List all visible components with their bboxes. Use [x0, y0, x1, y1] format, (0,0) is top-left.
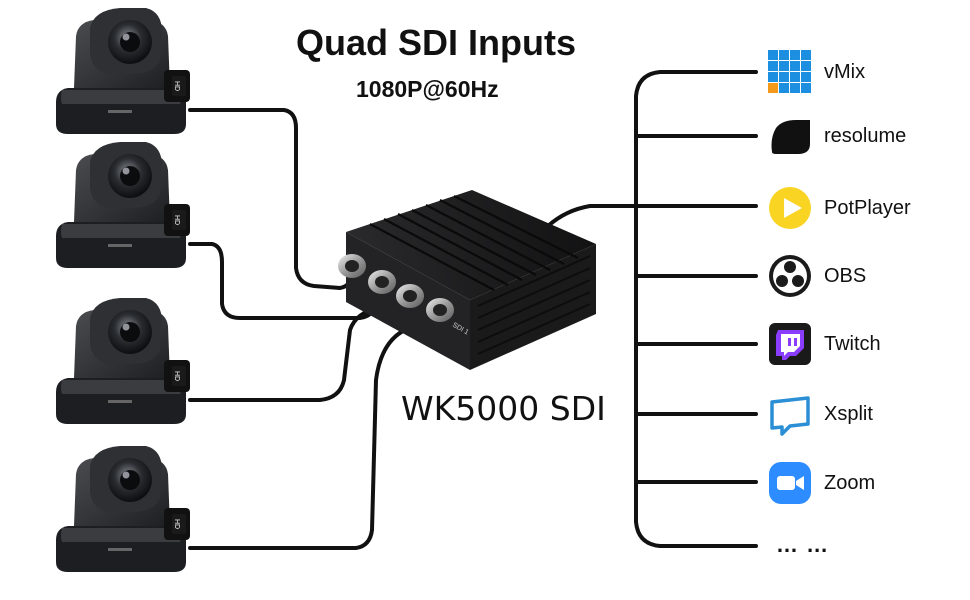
camera-2	[56, 142, 190, 268]
camera-3	[56, 298, 190, 424]
device-name-label: WK5000 SDI	[401, 389, 606, 428]
cable-camera-4	[188, 320, 438, 550]
potplayer-logo-icon	[769, 187, 811, 229]
bnc-port-2	[396, 284, 424, 308]
twitch-logo-icon	[769, 323, 811, 365]
software-item-zoom: Zoom	[768, 461, 968, 507]
camera-4	[56, 446, 190, 572]
software-item-potplayer: PotPlayer	[768, 186, 968, 232]
obs-logo-icon	[769, 255, 811, 297]
vmix-logo-icon	[768, 50, 811, 93]
output-bus	[546, 70, 758, 548]
bus-trunk	[634, 70, 758, 548]
wk5000-device: SDI 1	[338, 190, 596, 370]
camera-1	[56, 8, 190, 134]
bnc-port-4	[338, 254, 366, 278]
software-item-resolume: resolume	[768, 114, 968, 160]
bnc-port-3	[368, 270, 396, 294]
software-item-xsplit: Xsplit	[768, 392, 968, 438]
resolume-logo-icon	[771, 120, 810, 154]
diagram-title: Quad SDI Inputs	[296, 22, 577, 63]
output-cable	[546, 204, 638, 228]
software-label-zoom: Zoom	[824, 472, 876, 494]
software-label-resolume: resolume	[824, 125, 907, 147]
software-item-vmix: vMix	[768, 50, 968, 96]
cable-camera-1	[188, 108, 354, 290]
more-software-ellipsis: … …	[776, 532, 830, 557]
bnc-port-1	[426, 298, 454, 322]
software-label-xsplit: Xsplit	[824, 403, 873, 425]
diagram-subtitle: 1080P@60Hz	[356, 76, 499, 102]
software-item-twitch: Twitch	[768, 322, 968, 368]
software-item-obs: OBS	[768, 254, 968, 300]
software-label-obs: OBS	[824, 265, 867, 287]
zoom-logo-icon	[769, 462, 811, 504]
software-label-vmix: vMix	[824, 61, 866, 83]
software-label-twitch: Twitch	[824, 333, 881, 355]
software-label-potplayer: PotPlayer	[824, 197, 911, 219]
xsplit-logo-icon	[770, 396, 810, 436]
